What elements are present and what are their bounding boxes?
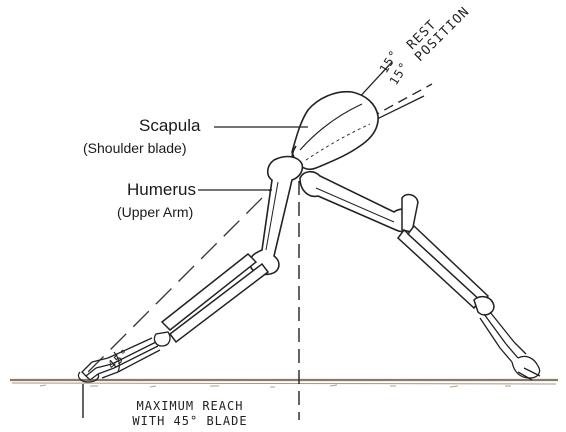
scapula-sublabel: (Shoulder blade) — [83, 140, 187, 156]
humerus-sublabel: (Upper Arm) — [117, 204, 193, 220]
rear-upper-leg-bone — [300, 172, 414, 232]
rear-lower-leg-bones — [398, 195, 494, 315]
humerus-label: Humerus — [127, 180, 196, 200]
rear-paw-bones — [480, 312, 540, 380]
humerus-bone — [250, 157, 303, 275]
scapula-bone — [292, 92, 378, 170]
scapula-label: Scapula — [139, 116, 200, 136]
reach-caption-line1: MAXIMUM REACH — [137, 399, 244, 413]
reach-caption-line2: WITH 45° BLADE — [132, 414, 247, 428]
